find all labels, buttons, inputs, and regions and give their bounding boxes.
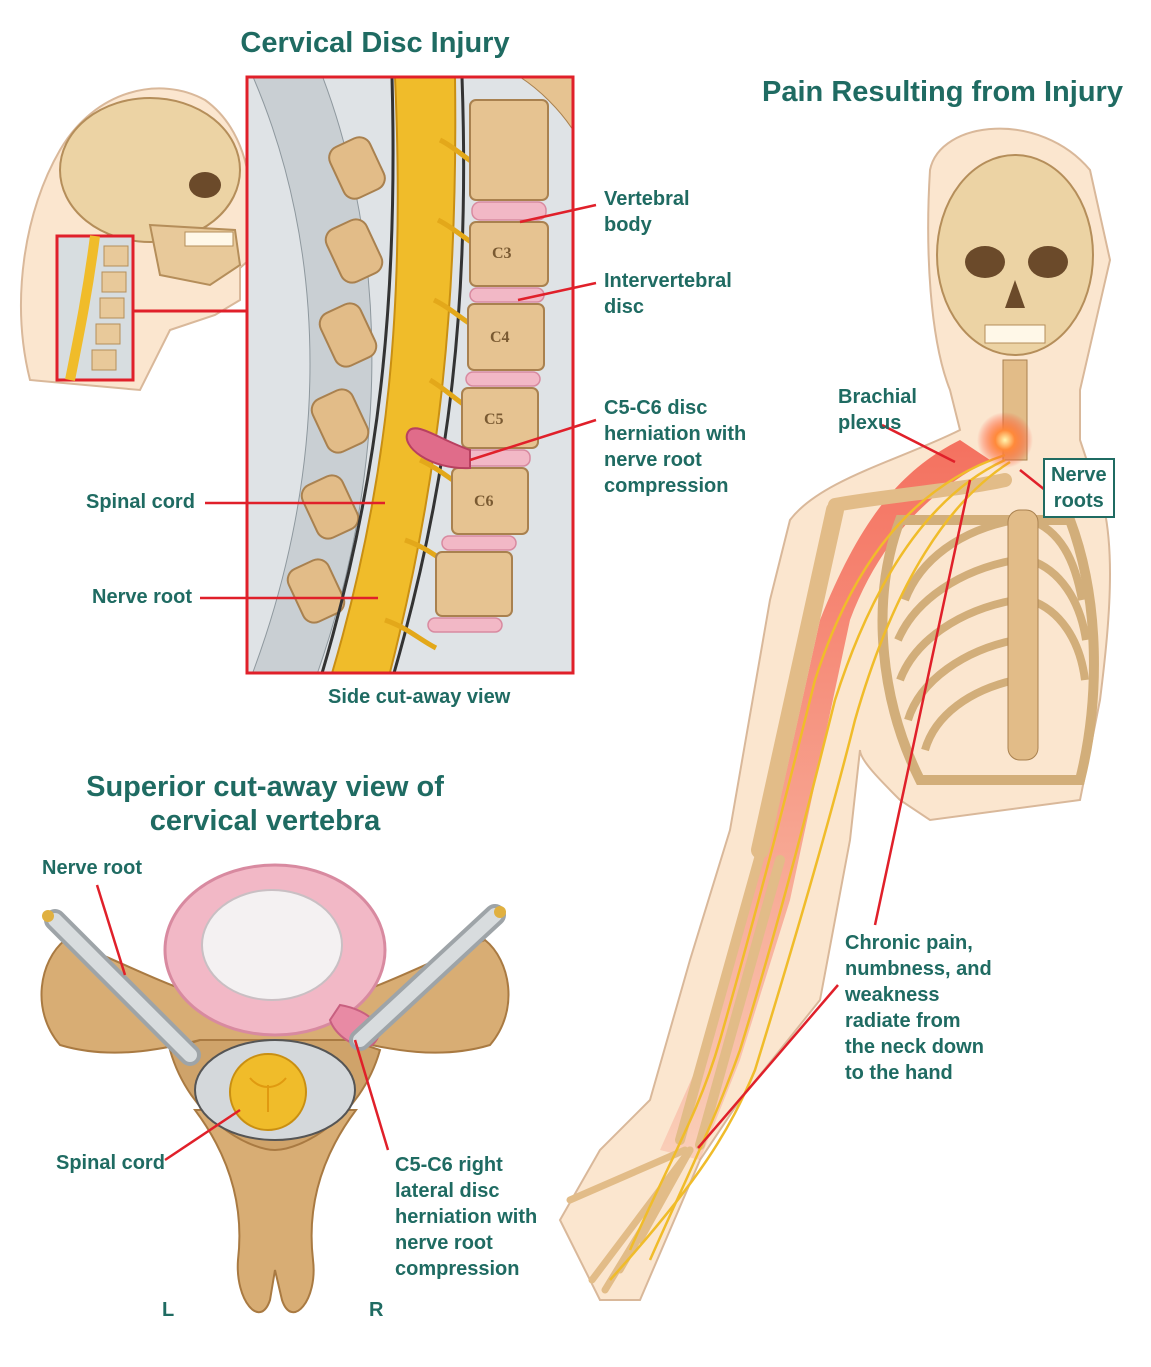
intervertebral-discs bbox=[427, 201, 547, 633]
label-side-nerve-root: Nerve root bbox=[92, 586, 193, 608]
label-nerve-roots: Nerve roots bbox=[1043, 458, 1115, 518]
label-superior-herniation: C5-C6 right lateral disc herniation with… bbox=[395, 1154, 538, 1280]
pain-nose bbox=[1005, 280, 1025, 308]
vertebra-mark-c4: C4 bbox=[490, 329, 510, 346]
superior-vertebra bbox=[40, 863, 510, 1314]
side-spinal-cord bbox=[331, 77, 457, 673]
vertebra-mark-c5: C5 bbox=[484, 411, 504, 428]
vertebral-bodies bbox=[435, 99, 549, 617]
pain-teeth bbox=[984, 324, 1046, 344]
pain-glow-spot bbox=[977, 412, 1033, 468]
label-side-spinal-cord: Spinal cord bbox=[86, 491, 195, 513]
vertebra-mark-c3: C3 bbox=[492, 245, 512, 262]
superior-title: Superior cut-away view of cervical verte… bbox=[86, 771, 444, 837]
main-title: Cervical Disc Injury bbox=[240, 27, 510, 59]
label-superior-spinal-cord: Spinal cord bbox=[56, 1152, 165, 1174]
label-vertebral-body: Vertebral body bbox=[604, 188, 690, 236]
skull-teeth bbox=[184, 231, 234, 247]
skull bbox=[59, 97, 241, 243]
ribs bbox=[894, 516, 1090, 752]
cord-gray-matter bbox=[249, 1077, 287, 1112]
side-cutaway-frame bbox=[245, 75, 575, 675]
label-symptoms: Chronic pain, numbness, and weakness rad… bbox=[845, 932, 992, 1084]
pain-figure bbox=[558, 127, 1112, 1301]
side-cutaway-inset bbox=[245, 75, 575, 675]
superior-nerve-roots bbox=[42, 904, 506, 1066]
neck-vertebrae bbox=[91, 245, 129, 371]
label-superior-nerve-root: Nerve root bbox=[42, 857, 143, 879]
pain-eye-right bbox=[1028, 246, 1068, 278]
dura-line-right bbox=[392, 77, 466, 673]
pain-eye-left bbox=[965, 246, 1005, 278]
label-brachial-plexus: Brachial plexus bbox=[838, 386, 917, 434]
arm-nerves bbox=[609, 453, 1011, 1281]
ribcage bbox=[877, 515, 1099, 785]
disc-nucleus bbox=[201, 889, 343, 1001]
side-view-leader-lines bbox=[200, 203, 597, 600]
body-silhouette bbox=[558, 127, 1112, 1301]
hand-bones bbox=[566, 1146, 694, 1294]
vertebra-mark-c6: C6 bbox=[474, 493, 494, 510]
sternum bbox=[1007, 509, 1039, 761]
pain-skull bbox=[936, 154, 1094, 356]
head-neck-figure bbox=[20, 87, 262, 392]
skull-eye-socket bbox=[189, 172, 221, 198]
neck-spinal-cord bbox=[65, 235, 100, 381]
pain-title: Pain Resulting from Injury bbox=[762, 76, 1123, 108]
label-right-side: R bbox=[369, 1299, 384, 1321]
label-intervertebral-disc: Intervertebral disc bbox=[604, 270, 732, 318]
label-side-herniation: C5-C6 disc herniation with nerve root co… bbox=[604, 397, 747, 497]
superior-view-leader-lines bbox=[95, 884, 390, 1162]
herniated-disc bbox=[405, 427, 471, 470]
label-left-side: L bbox=[162, 1299, 175, 1321]
vertebra-level-marks: C3 C4 C5 C6 bbox=[474, 245, 512, 510]
pain-figure-leader-lines bbox=[697, 423, 1046, 1149]
side-view-caption: Side cut-away view bbox=[328, 686, 511, 708]
spinous-processes bbox=[286, 136, 386, 624]
forearm-bones bbox=[675, 850, 785, 1150]
clavicle bbox=[828, 473, 1012, 512]
vertebra-spinous-process bbox=[193, 1109, 358, 1314]
humerus bbox=[751, 501, 844, 859]
